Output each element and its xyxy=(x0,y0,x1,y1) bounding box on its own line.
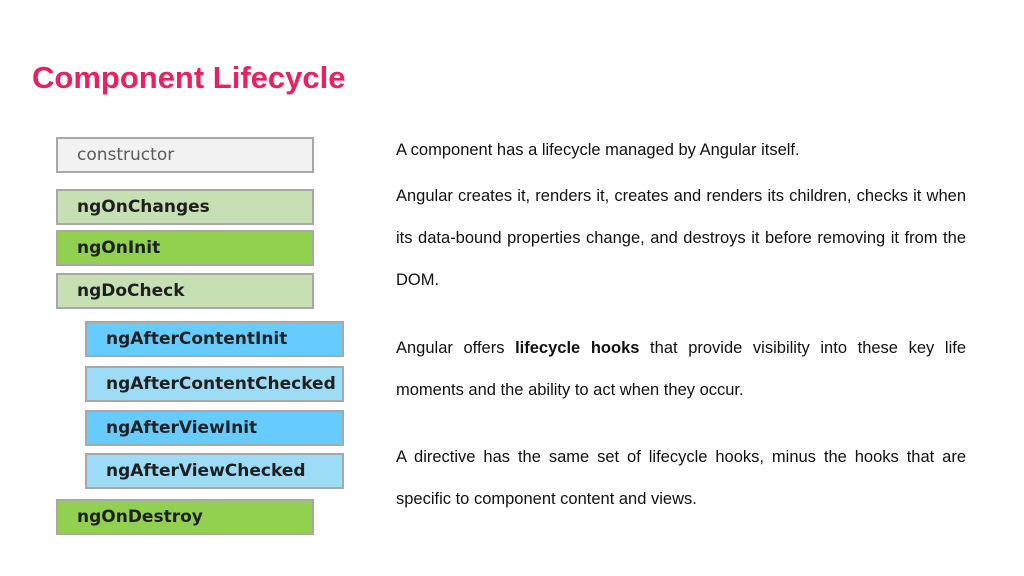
hook-ng-after-view-init: ngAfterViewInit xyxy=(85,410,344,446)
hook-ng-on-init: ngOnInit xyxy=(56,230,314,266)
paragraph-hooks-before: Angular offers xyxy=(396,339,516,357)
hook-ng-on-changes: ngOnChanges xyxy=(56,189,314,225)
lifecycle-hooks-emphasis: lifecycle hooks xyxy=(515,339,640,357)
hook-ng-do-check: ngDoCheck xyxy=(56,273,314,309)
hook-ng-on-destroy: ngOnDestroy xyxy=(56,499,314,535)
paragraph-hooks-after: that provide visibility into these key l… xyxy=(396,339,966,399)
paragraph-directive-hooks: A directive has the same set of lifecycl… xyxy=(396,448,966,508)
page-title: Component Lifecycle xyxy=(32,60,346,95)
hook-constructor: constructor xyxy=(56,137,314,173)
hook-ng-after-view-checked: ngAfterViewChecked xyxy=(85,453,344,489)
hook-ng-after-content-init: ngAfterContentInit xyxy=(85,321,344,357)
paragraph-lifecycle-intro: A component has a lifecycle managed by A… xyxy=(396,141,800,159)
paragraph-lifecycle-steps: Angular creates it, renders it, creates … xyxy=(396,187,966,289)
paragraph-lifecycle-hooks: Angular offers lifecycle hooks that prov… xyxy=(396,327,966,411)
hook-ng-after-content-checked: ngAfterContentChecked xyxy=(85,366,344,402)
